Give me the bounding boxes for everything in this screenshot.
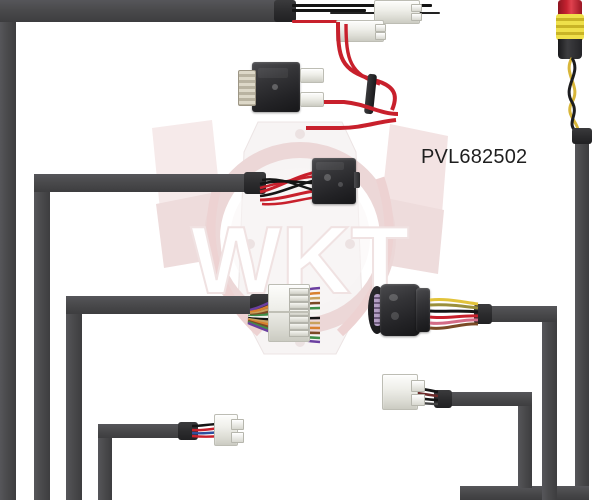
white-2pin-connector-bottom-left <box>214 414 244 446</box>
cable-top-horizontal <box>0 0 288 22</box>
cable-boot-bottomright <box>434 390 452 408</box>
cable-boot-top <box>274 0 296 22</box>
cable-inner-left-vertical <box>34 174 50 500</box>
relay-module-top <box>252 62 300 112</box>
cable-right-upper-horizontal <box>478 306 557 322</box>
cable-bottomleft-horizontal <box>98 424 186 438</box>
white-2pin-connector-bottom-right <box>382 374 425 410</box>
round-black-connector-pins <box>374 294 381 326</box>
coil-connector-body <box>556 14 584 40</box>
cable-outer-left-vertical <box>0 0 16 500</box>
cable-bottomright-horizontal <box>440 392 532 406</box>
cable-boot-coil <box>572 128 592 144</box>
wire-coil-twisted-pair <box>567 57 580 136</box>
cable-bottomright-vertical <box>518 392 532 488</box>
relay-top-spade-1 <box>300 68 324 83</box>
round-black-connector-body <box>380 284 420 336</box>
cable-right-inner-vertical <box>542 306 557 500</box>
wire-top-black-1 <box>292 9 366 12</box>
cable-mid-horizontal-lower <box>66 296 264 314</box>
coil-connector-base <box>558 39 582 59</box>
relay-top-pin-block <box>238 70 256 106</box>
wire-red-to-relay <box>306 100 399 130</box>
round-black-connector-collar <box>416 288 430 332</box>
wire-top-black-2 <box>292 4 432 7</box>
cable-bottomleft-vertical <box>98 424 112 500</box>
cable-third-left-vertical <box>66 296 82 500</box>
wires-round-connector-out <box>429 298 479 330</box>
cable-right-bottom-horizontal <box>460 486 589 500</box>
relay-top-spade-2 <box>300 92 324 107</box>
cable-mid-horizontal-upper <box>34 174 260 192</box>
spade-terminal-upper <box>374 0 422 24</box>
cable-right-outer-vertical <box>575 130 589 500</box>
cable-boot-right-upper <box>474 304 492 324</box>
coil-connector-cap <box>558 0 582 15</box>
relay-module-middle <box>312 158 356 204</box>
multipin-white-connector <box>268 284 310 342</box>
part-number-label: PVL682502 <box>421 146 528 168</box>
relay-middle-tab <box>354 172 360 188</box>
